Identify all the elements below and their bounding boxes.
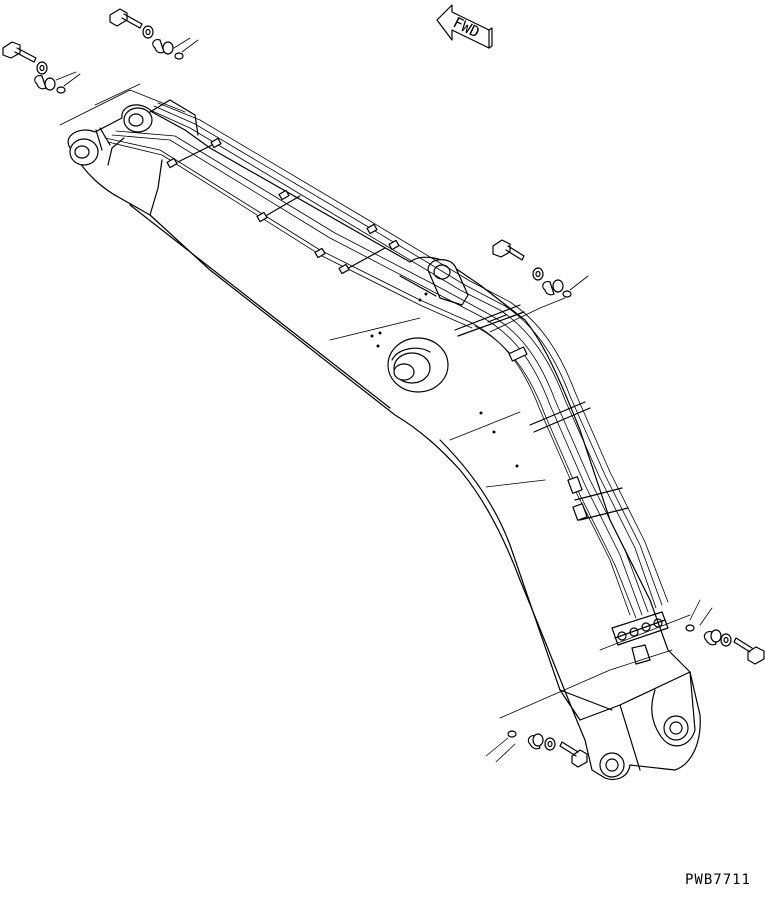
spacer bbox=[34, 75, 56, 91]
boom-body bbox=[67, 104, 701, 781]
forward-arrow-icon: FWD bbox=[436, 4, 493, 49]
pin bbox=[562, 275, 589, 298]
bolt bbox=[492, 239, 525, 261]
pin bbox=[485, 730, 517, 763]
pin bbox=[55, 71, 81, 94]
bolt bbox=[2, 41, 37, 63]
leader-line bbox=[489, 297, 566, 333]
spacer bbox=[527, 733, 544, 750]
washer bbox=[720, 633, 732, 647]
spacer bbox=[703, 629, 722, 646]
drawing-code: PWB7711 bbox=[684, 872, 751, 888]
leader-line bbox=[59, 89, 186, 126]
washer bbox=[36, 61, 48, 75]
leader-line bbox=[499, 649, 673, 719]
washer bbox=[142, 25, 154, 39]
bolt bbox=[109, 8, 143, 29]
pin bbox=[685, 599, 713, 632]
pipe-clamps bbox=[166, 137, 669, 665]
spacer bbox=[542, 279, 564, 296]
leader-line bbox=[94, 83, 141, 106]
spacer bbox=[152, 39, 174, 55]
washer bbox=[532, 267, 544, 281]
bolt bbox=[559, 741, 588, 768]
bolt bbox=[733, 637, 765, 665]
pin bbox=[173, 37, 199, 60]
washer bbox=[544, 737, 556, 751]
